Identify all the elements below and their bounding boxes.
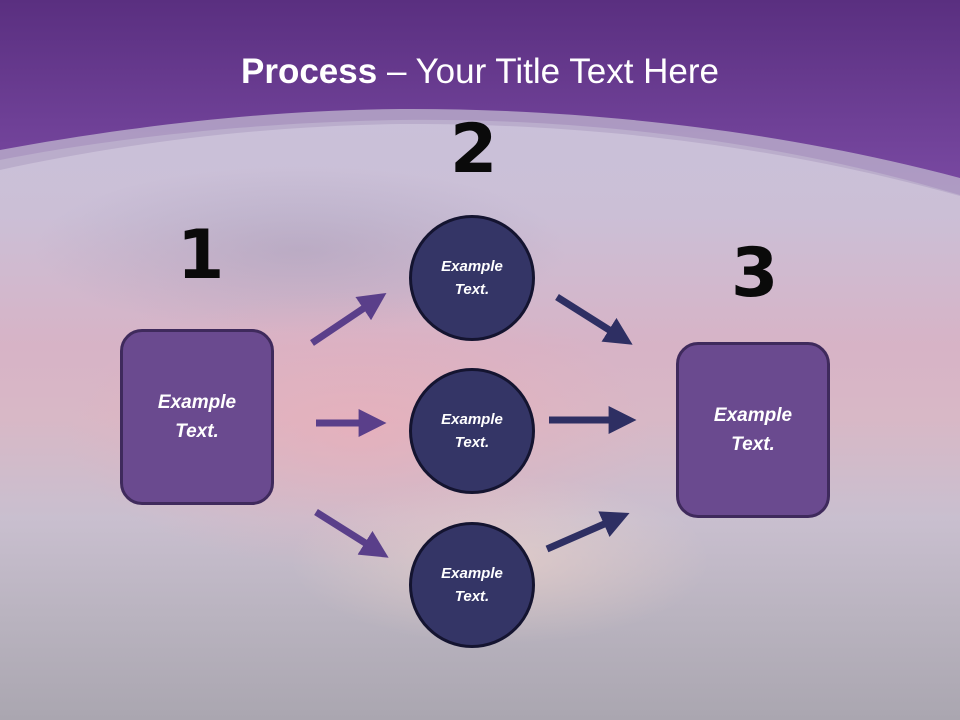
arrow-right-down (555, 294, 633, 345)
arrow-right-up (545, 511, 630, 553)
step-number-2: 2 (450, 110, 498, 189)
right-box-line1: Example (713, 405, 793, 426)
header-swoosh (0, 108, 960, 196)
header-shape (0, 0, 960, 195)
title-bold: Process (241, 52, 378, 91)
step-number-1: 1 (177, 216, 225, 295)
circle-bottom-line1: Example (441, 565, 503, 582)
title-rest: – Your Title Text Here (377, 52, 719, 91)
circle-bottom-line2: Text. (454, 588, 490, 605)
arrow-left-down (314, 509, 389, 558)
slide-title: Process – Your Title Text Here (0, 52, 960, 92)
circle-top-line2: Text. (454, 281, 490, 298)
circle-middle-line1: Example (441, 411, 503, 428)
right-box-line2: Text. (731, 434, 775, 455)
left-box-line2: Text. (175, 421, 219, 442)
circle-middle-line2: Text. (454, 434, 490, 451)
circle-top-line1: Example (441, 258, 503, 275)
step-number-3: 3 (731, 234, 779, 313)
arrow-left-up (310, 292, 387, 346)
left-box-line1: Example (157, 392, 237, 413)
